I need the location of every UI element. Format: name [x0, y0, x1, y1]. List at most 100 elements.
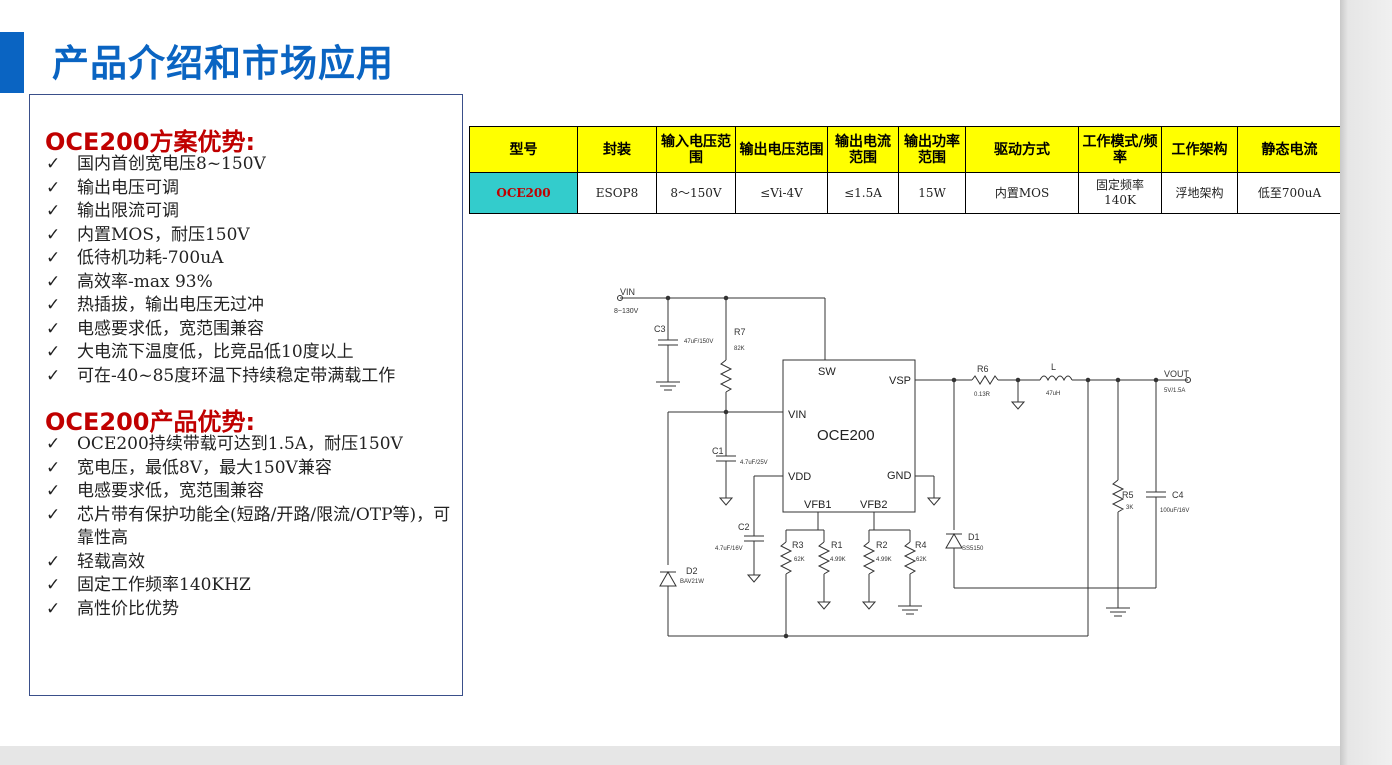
- list-item: ✓高性价比优势: [45, 598, 455, 622]
- spec-value-cell: 8～150V: [656, 172, 736, 214]
- list-item-text: 轻载高效: [77, 551, 145, 572]
- list-item-text: 输出电压可调: [77, 177, 179, 198]
- c1-ref: C1: [712, 446, 724, 456]
- ic-body: [782, 359, 916, 513]
- c4-value: 100uF/16V: [1160, 508, 1189, 514]
- check-icon: ✓: [46, 457, 61, 478]
- scheme-advantages-heading: OCE200方案优势:: [45, 128, 256, 156]
- spec-header-cell: 驱动方式: [965, 126, 1079, 173]
- list-item-text: OCE200持续带载可达到1.5A，耐压150V: [77, 434, 403, 454]
- list-item: ✓ OCE200持续带载可达到1.5A，耐压150V: [45, 433, 455, 457]
- ground-symbol: [861, 601, 877, 610]
- r5-value: 3K: [1126, 505, 1133, 511]
- d1-diode: [945, 532, 963, 549]
- pin-vdd: VDD: [788, 471, 811, 483]
- pin-vfb1: VFB1: [804, 499, 832, 511]
- check-icon: ✓: [46, 295, 61, 315]
- check-icon: ✓: [46, 248, 61, 268]
- check-icon: ✓: [46, 365, 61, 386]
- list-item: ✓ 热插拔，输出电压无过冲: [45, 294, 455, 318]
- list-item-text: 固定工作频率140KHZ: [77, 575, 251, 595]
- spec-header-cell: 工作模式/频率: [1078, 126, 1162, 173]
- list-item-text: 内置MOS，耐压150V: [77, 224, 250, 245]
- application-schematic: VIN 8~130V C3 47uF/150V R7 82K C1 4.7uF/…: [614, 287, 1191, 639]
- ground-symbol: [1010, 401, 1026, 410]
- list-item-text: 芯片带有保护功能全(短路/开路/限流/OTP等)，可靠性高: [77, 504, 451, 549]
- r4-ref: R4: [915, 540, 927, 550]
- l-value: 47uH: [1046, 391, 1060, 397]
- pin-vin: VIN: [788, 409, 806, 421]
- r1-value: 4.99K: [830, 557, 846, 563]
- spec-table-header-row: 型号封装输入电压范围输出电压范围输出电流范围输出功率范围驱动方式工作模式/频率工…: [469, 126, 1342, 173]
- list-item-text: 高效率-max 93%: [77, 271, 213, 292]
- r1-ref: R1: [831, 540, 843, 550]
- spec-value-cell: 内置MOS: [965, 172, 1079, 214]
- l-ref: L: [1051, 362, 1056, 372]
- list-item: ✓ 固定工作频率140KHZ: [45, 574, 455, 598]
- ic-name: OCE200: [817, 427, 875, 444]
- product-advantages-heading: OCE200产品优势:: [45, 408, 256, 436]
- junction-dot: [783, 633, 789, 639]
- list-item: ✓ 内置MOS，耐压150V: [45, 224, 455, 248]
- list-item-text: 大电流下温度低，比竞品低10度以上: [77, 342, 354, 362]
- list-item: ✓ 可在-40~85度环温下持续稳定带满载工作: [45, 365, 455, 389]
- r2-resistor: [862, 541, 876, 575]
- list-item-text: 电感要求低，宽范围兼容: [77, 481, 264, 501]
- c3-value: 47uF/150V: [684, 339, 713, 345]
- check-icon: ✓: [46, 224, 61, 245]
- spec-table: 型号封装输入电压范围输出电压范围输出电流范围输出功率范围驱动方式工作模式/频率工…: [469, 126, 1342, 214]
- list-item-text: 可在-40~85度环温下持续稳定带满载工作: [77, 365, 396, 386]
- r6-ref: R6: [977, 364, 989, 374]
- vin-label: VIN: [620, 287, 635, 297]
- list-item: ✓电感要求低，宽范围兼容: [45, 318, 455, 342]
- vin-range-label: 8~130V: [614, 308, 639, 315]
- bottom-gutter: [0, 746, 1340, 765]
- ground-symbol: [746, 574, 762, 583]
- list-item: ✓低待机功耗-700uA: [45, 247, 455, 271]
- spec-header-cell: 静态电流: [1237, 126, 1342, 173]
- spec-value-cell: ≤1.5A: [827, 172, 899, 214]
- r3-resistor: [779, 541, 793, 575]
- r1-resistor: [817, 541, 831, 575]
- d2-ref: D2: [686, 566, 698, 576]
- vout-label: VOUT: [1164, 369, 1190, 379]
- d2-diode: [659, 570, 677, 587]
- page-title: 产品介绍和市场应用: [52, 42, 394, 85]
- spec-header-cell: 输出电压范围: [735, 126, 828, 173]
- r3-value: 62K: [794, 557, 805, 563]
- list-item-text: 输出限流可调: [77, 201, 179, 221]
- r5-ref: R5: [1122, 490, 1134, 500]
- c3-ref: C3: [654, 324, 666, 334]
- list-item: ✓输出限流可调: [45, 200, 455, 224]
- pin-gnd: GND: [887, 470, 912, 482]
- c2-ref: C2: [738, 522, 750, 532]
- c2-value: 4.7uF/16V: [715, 546, 743, 552]
- check-icon: ✓: [46, 575, 61, 595]
- r2-value: 4.99K: [876, 557, 892, 563]
- check-icon: ✓: [46, 271, 61, 292]
- check-icon: ✓: [46, 177, 61, 198]
- check-icon: ✓: [46, 504, 61, 525]
- list-item: ✓ 高效率-max 93%: [45, 271, 455, 295]
- d2-value: BAV21W: [680, 579, 704, 585]
- spec-model-cell: OCE200: [469, 172, 578, 214]
- list-item-text: 热插拔，输出电压无过冲: [77, 295, 264, 315]
- list-item-text: 高性价比优势: [77, 598, 179, 619]
- r7-value: 82K: [734, 346, 745, 352]
- ground-symbol: [926, 497, 942, 506]
- list-item: ✓ 电感要求低，宽范围兼容: [45, 480, 455, 504]
- pin-vfb2: VFB2: [860, 499, 888, 511]
- scheme-advantages-list: ✓国内首创宽电压8~150V✓输出电压可调✓输出限流可调✓内置MOS，耐压150…: [45, 153, 455, 388]
- check-icon: ✓: [46, 481, 61, 501]
- spec-header-cell: 封装: [577, 126, 657, 173]
- product-advantages-list: ✓OCE200持续带载可达到1.5A，耐压150V✓宽电压，最低8V，最大150…: [45, 433, 455, 621]
- list-item: ✓ 轻载高效: [45, 551, 455, 575]
- r7-resistor: [719, 359, 733, 393]
- c4-ref: C4: [1172, 490, 1184, 500]
- d1-ref: D1: [968, 532, 980, 542]
- list-item: ✓大电流下温度低，比竞品低10度以上: [45, 341, 455, 365]
- check-icon: ✓: [46, 434, 61, 454]
- check-icon: ✓: [46, 551, 61, 572]
- r4-resistor: [903, 541, 917, 575]
- r3-ref: R3: [792, 540, 804, 550]
